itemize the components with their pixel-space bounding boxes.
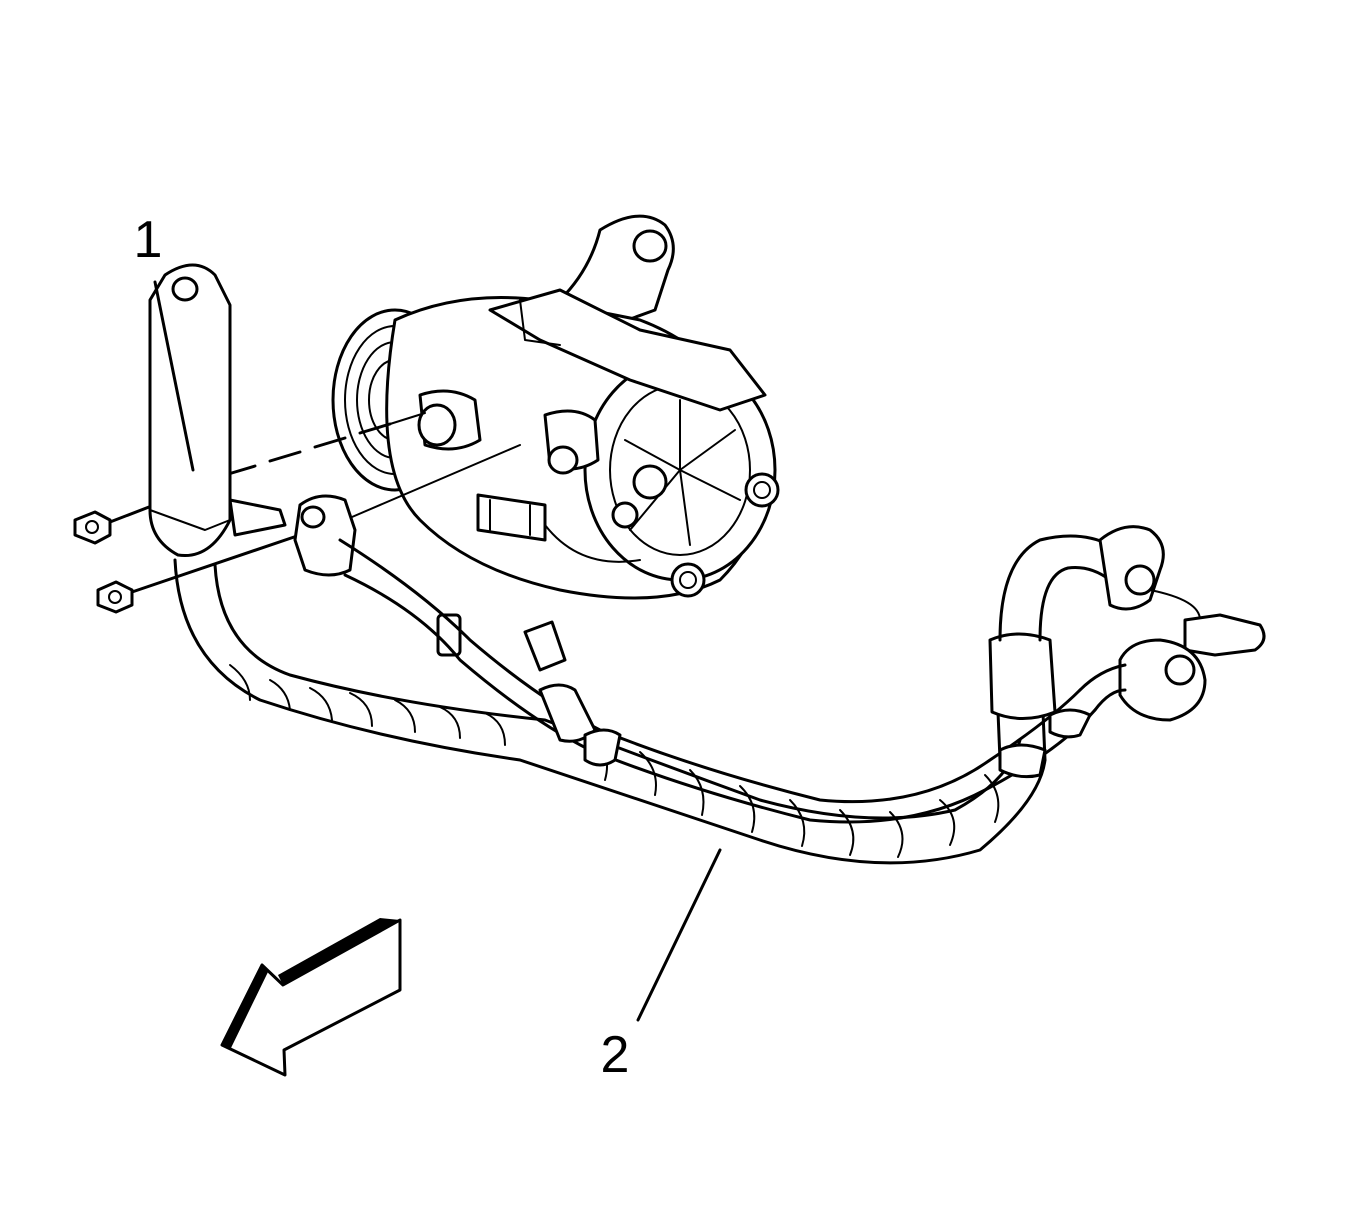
leader-line-1 <box>153 280 195 472</box>
ac-compressor <box>331 214 780 672</box>
hose-clamp <box>148 263 357 577</box>
bolt-upper-icon <box>73 510 112 545</box>
callout-1: 1 <box>134 211 163 269</box>
hose-assembly <box>173 525 1266 865</box>
callout-2: 2 <box>601 1026 630 1084</box>
housing-bolts <box>611 472 780 598</box>
spiral-wrap <box>229 664 1000 858</box>
leader-line-2 <box>636 848 722 1022</box>
view-direction-arrow-icon <box>220 918 402 1077</box>
bolt-lower-icon <box>96 580 134 614</box>
mounting-bolts <box>73 412 521 614</box>
